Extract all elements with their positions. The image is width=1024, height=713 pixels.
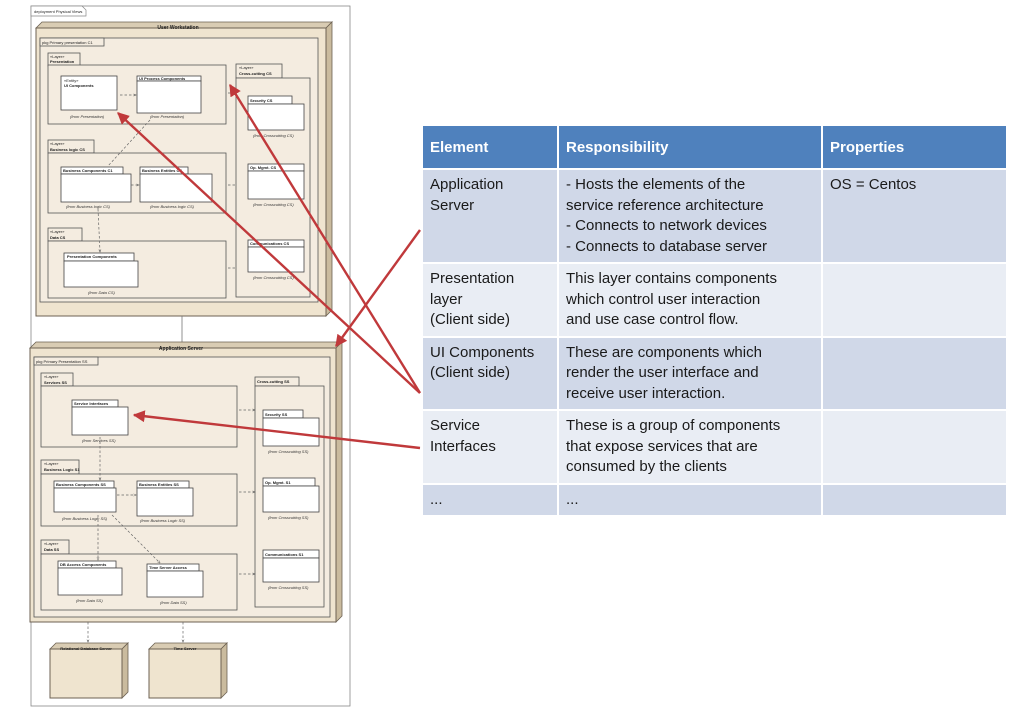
time-server-node: Time Server xyxy=(148,642,228,699)
uw-security-from: (from Crosscutting CS) xyxy=(253,133,294,138)
header-responsibility: Responsibility xyxy=(559,126,821,168)
uw-opmgmt-name: Op. Mgmt. CS xyxy=(250,165,277,170)
cell-properties: OS = Centos xyxy=(823,170,1006,262)
as-services-name: Services SS xyxy=(44,380,67,385)
uw-business-stereotype: «Layer» xyxy=(50,141,65,146)
uw-pc-name: Presentation Components xyxy=(67,254,118,259)
arrow-ui-components xyxy=(117,112,421,394)
as-security-from: (from Crosscutting SS) xyxy=(268,449,309,454)
as-opmgmt-name: Op. Mgmt. S1 xyxy=(265,480,291,485)
cell-element: Application Server xyxy=(423,170,557,262)
table-row: UI Components (Client side) These are co… xyxy=(423,337,1006,409)
application-server-node: Application Server pkg Primary Presentat… xyxy=(29,341,343,623)
arrow-presentation-layer xyxy=(228,83,422,394)
responsibility-table: Element Responsibility Properties Applic… xyxy=(421,124,1008,517)
header-properties: Properties xyxy=(823,126,1006,168)
cell-responsibility: These are components which render the us… xyxy=(559,337,821,409)
as-db-from: (from Data SS) xyxy=(76,598,103,603)
uw-crosscut-name: Cross-cutting CS xyxy=(239,71,272,76)
app-server-title: Application Server xyxy=(159,346,203,352)
cell-responsibility: ... xyxy=(559,484,821,515)
uw-presentation-stereotype: «Layer» xyxy=(50,54,65,59)
cell-properties xyxy=(823,337,1006,409)
uw-bc-name: Business Components C1 xyxy=(63,168,113,173)
uw-comm-from: (from Crosscutting CS) xyxy=(253,275,294,280)
as-business-name: Business Logic S1 xyxy=(44,467,80,472)
as-comm-name: Communications S1 xyxy=(265,552,304,557)
as-tsa-from: (from Data SS) xyxy=(160,600,187,605)
uw-crosscut-stereotype: «Layer» xyxy=(239,65,254,70)
as-tsa-name: Time Server Access xyxy=(149,565,188,570)
uw-business-name: Business logic CS xyxy=(50,147,85,152)
cell-properties xyxy=(823,411,1006,483)
uw-package-title: pkg Primary presentation C1 xyxy=(42,40,93,45)
as-security-name: Security SS xyxy=(265,412,288,417)
as-opmgmt-from: (from Crosscutting SS) xyxy=(268,515,309,520)
cell-element: Presentation layer (Client side) xyxy=(423,264,557,336)
relational-db-node: Relational Database Server xyxy=(49,642,129,699)
uw-ui-components-stereotype: «Entity» xyxy=(64,78,79,83)
header-element: Element xyxy=(423,126,557,168)
as-si-name: Service Interfaces xyxy=(74,401,109,406)
as-be-from: (from Business Logic SS) xyxy=(140,518,186,523)
as-services-stereotype: «Layer» xyxy=(44,374,59,379)
uw-data-name: Data CS xyxy=(50,235,66,240)
as-bc-from: (from Business Logic SS) xyxy=(62,516,108,521)
table-row: Presentation layer (Client side) This la… xyxy=(423,264,1006,336)
cell-responsibility: These is a group of components that expo… xyxy=(559,411,821,483)
table-row: ... ... xyxy=(423,484,1006,515)
cell-element: ... xyxy=(423,484,557,515)
frame-title: deployment Physical Views xyxy=(34,9,82,14)
table-header-row: Element Responsibility Properties xyxy=(423,126,1006,168)
as-be-name: Business Entities SS xyxy=(139,482,179,487)
user-workstation-title: User Workstation xyxy=(157,25,198,31)
uw-pc-from: (from Data CS) xyxy=(88,290,116,295)
user-workstation-node: User Workstation pkg Primary presentatio… xyxy=(35,21,333,317)
table-row: Service Interfaces These is a group of c… xyxy=(423,411,1006,483)
uw-comm-name: Communications CS xyxy=(250,241,289,246)
frame-title-tab xyxy=(30,5,87,17)
uw-ui-components-name: UI Components xyxy=(64,83,94,88)
as-crosscut-name: Cross-cutting SS xyxy=(257,379,290,384)
uw-be-name: Business Entities CS xyxy=(142,168,182,173)
uw-be-from: (from Business logic CS) xyxy=(150,204,195,209)
uw-ui-process-from: (from Presentation) xyxy=(150,114,185,119)
uw-opmgmt-from: (from Crosscutting CS) xyxy=(253,202,294,207)
cell-properties xyxy=(823,484,1006,515)
cell-responsibility: - Hosts the elements of the service refe… xyxy=(559,170,821,262)
uw-ui-components-from: (from Presentation) xyxy=(70,114,105,119)
uw-ui-process-name: UI Process Components xyxy=(139,76,186,81)
arrow-service-interfaces xyxy=(132,410,421,450)
cell-element: Service Interfaces xyxy=(423,411,557,483)
relational-db-title: Relational Database Server xyxy=(60,646,112,651)
as-si-from: (from Services SS) xyxy=(82,438,116,443)
uw-data-stereotype: «Layer» xyxy=(50,229,65,234)
table-row: Application Server - Hosts the elements … xyxy=(423,170,1006,262)
as-db-name: DB Access Components xyxy=(60,562,107,567)
cell-properties xyxy=(823,264,1006,336)
as-package-title: pkg Primary Presentation SS xyxy=(36,359,88,364)
as-bc-name: Business Components SS xyxy=(56,482,106,487)
uw-security-name: Security CS xyxy=(250,98,273,103)
as-business-stereotype: «Layer» xyxy=(44,461,59,466)
as-data-stereotype: «Layer» xyxy=(44,541,59,546)
time-server-title: Time Server xyxy=(174,646,197,651)
as-comm-from: (from Crosscutting SS) xyxy=(268,585,309,590)
cell-responsibility: This layer contains components which con… xyxy=(559,264,821,336)
uw-presentation-name: Presentation xyxy=(50,59,75,64)
cell-element: UI Components (Client side) xyxy=(423,337,557,409)
uw-bc-from: (from Business logic CS) xyxy=(66,204,111,209)
as-data-name: Data SS xyxy=(44,547,59,552)
